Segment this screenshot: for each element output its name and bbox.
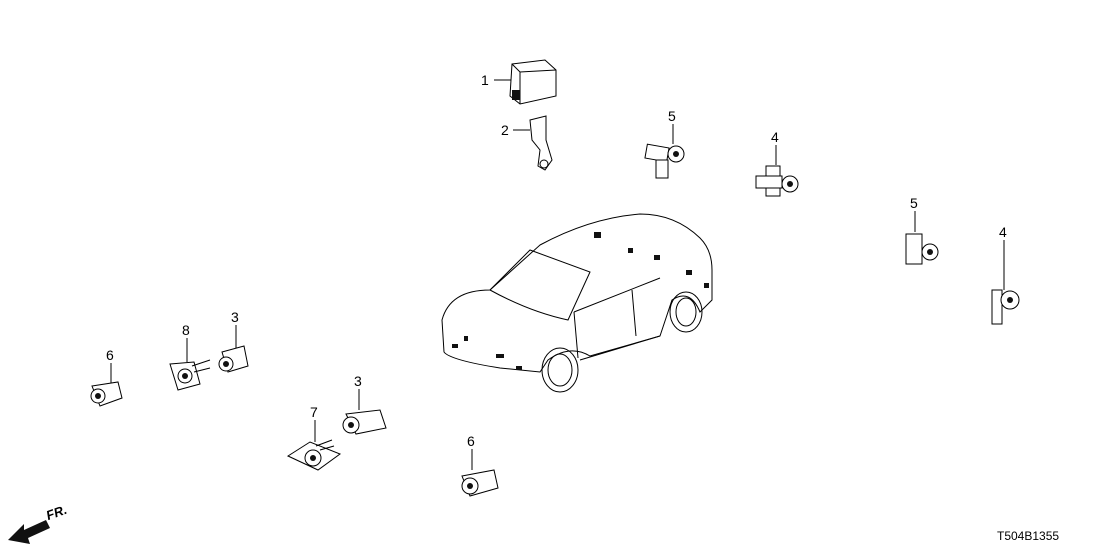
callout-6: 6 xyxy=(106,347,114,363)
callout-1: 1 xyxy=(481,72,489,88)
sensor-part-3a[interactable] xyxy=(218,345,249,373)
bracket-part[interactable] xyxy=(529,115,553,171)
sensor-part-6a[interactable] xyxy=(90,381,123,407)
sensor-holder-part-8[interactable] xyxy=(169,359,211,391)
car-outline xyxy=(441,213,713,393)
callout-5: 5 xyxy=(910,195,918,211)
leader-lines xyxy=(110,79,1005,470)
callout-8: 8 xyxy=(182,322,190,338)
callout-3: 3 xyxy=(231,309,239,325)
sensor-bracket-part-5b[interactable] xyxy=(905,233,939,265)
sensor-part-6b[interactable] xyxy=(461,469,499,497)
callout-4: 4 xyxy=(999,224,1007,240)
control-unit-part[interactable] xyxy=(509,59,557,105)
sensor-part-3b[interactable] xyxy=(342,409,387,435)
callout-4: 4 xyxy=(771,129,779,145)
callout-3: 3 xyxy=(354,373,362,389)
callout-6: 6 xyxy=(467,433,475,449)
diagram-code: T504B1355 xyxy=(997,529,1060,543)
sensor-bracket-part-4a[interactable] xyxy=(755,165,799,197)
sensor-holder-part-7[interactable] xyxy=(286,439,342,471)
callout-7: 7 xyxy=(310,404,318,420)
sensor-bracket-part-4b[interactable] xyxy=(991,289,1020,325)
sensor-bracket-part-5a[interactable] xyxy=(644,143,685,179)
front-arrow-icon xyxy=(8,520,50,544)
callout-2: 2 xyxy=(501,122,509,138)
callout-5: 5 xyxy=(668,108,676,124)
